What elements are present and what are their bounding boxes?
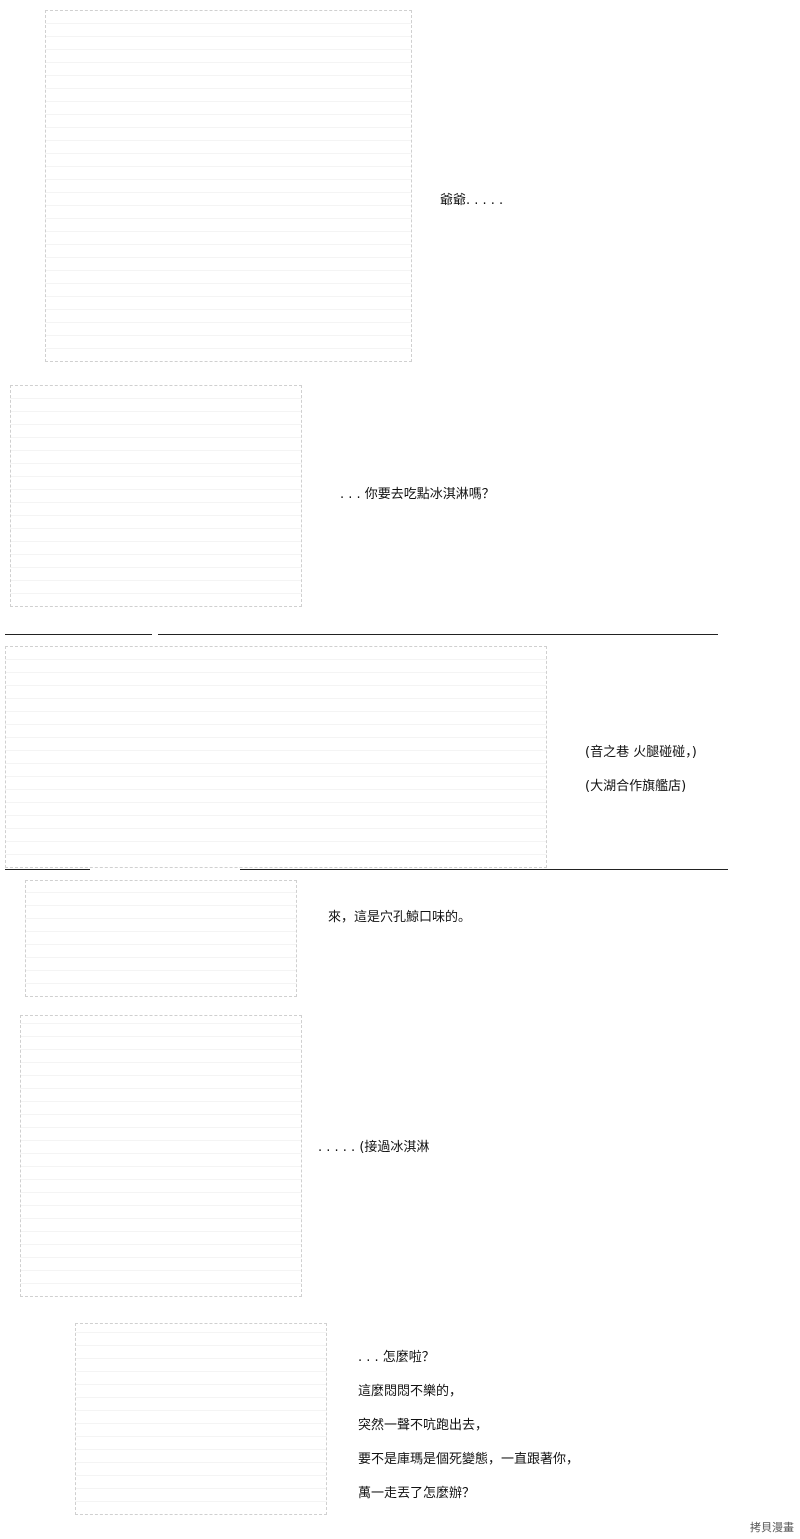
panel-3: (音之巷 火腿碰碰，) (大湖合作旗艦店) — [0, 628, 800, 878]
panel-2: . . . 你要去吃點冰淇淋嗎？ — [0, 380, 800, 610]
panel-border-bottom-right — [240, 869, 728, 870]
panel-border-top-right — [158, 634, 718, 635]
dialogue-line: 萬一走丟了怎麼辦？ — [358, 1486, 476, 1501]
panel-6: . . . 怎麼啦？ 這麼悶悶不樂的， 突然一聲不吭跑出去， 要不是庫瑪是個死變… — [0, 1315, 800, 1539]
dialogue-line: . . . 怎麼啦？ — [358, 1350, 435, 1365]
dialogue-line: 要不是庫瑪是個死變態，一直跟著你， — [358, 1452, 580, 1467]
dialogue-line: . . . . . (接過冰淇淋 — [318, 1140, 430, 1155]
panel-5: . . . . . (接過冰淇淋 — [0, 1015, 800, 1305]
dialogue-line: 爺爺. . . . . — [440, 193, 504, 208]
caption-line: (音之巷 火腿碰碰，) — [585, 745, 697, 760]
ascii-art-girl-icecream — [20, 1015, 302, 1297]
dialogue-line: . . . 你要去吃點冰淇淋嗎？ — [340, 487, 495, 502]
panel-border-bottom-left — [5, 869, 90, 870]
ascii-art-girl — [45, 10, 412, 362]
dialogue-line: 這麼悶悶不樂的， — [358, 1384, 463, 1399]
ascii-art-kuma-talking — [75, 1323, 327, 1515]
watermark: 拷貝漫畫 — [750, 1521, 794, 1534]
ascii-art-kuma-hat — [10, 385, 302, 607]
dialogue-line: 突然一聲不吭跑出去， — [358, 1418, 489, 1433]
panel-4: 來，這是穴孔鯨口味的。 — [0, 880, 800, 1000]
ascii-art-kuma — [25, 880, 297, 997]
panel-1: 爺爺. . . . . — [0, 0, 800, 370]
dialogue-line: 來，這是穴孔鯨口味的。 — [328, 910, 472, 925]
panel-border-top-left — [5, 634, 152, 635]
caption-line: (大湖合作旗艦店) — [585, 779, 687, 794]
ascii-art-storefront — [5, 646, 547, 868]
